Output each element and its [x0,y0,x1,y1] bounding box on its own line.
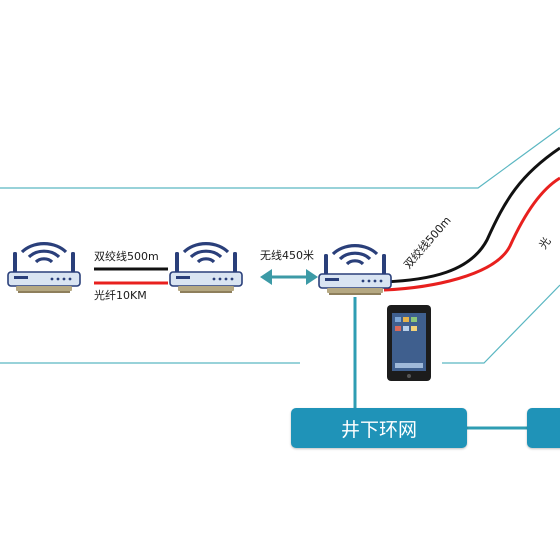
wifi-router-icon [317,244,393,297]
underground-ring-box[interactable]: 井下环网 [291,408,467,448]
next-node-box[interactable] [527,408,560,448]
wifi-router-icon [168,242,244,295]
wifi-router-icon [6,242,82,295]
twisted-pair-label-left: 双绞线500m [94,250,159,263]
double-arrow-icon [260,269,318,285]
wireless-label: 无线450米 [260,249,314,262]
tablet-icon [387,305,431,381]
fiber-label-left: 光纤10KM [94,289,147,302]
